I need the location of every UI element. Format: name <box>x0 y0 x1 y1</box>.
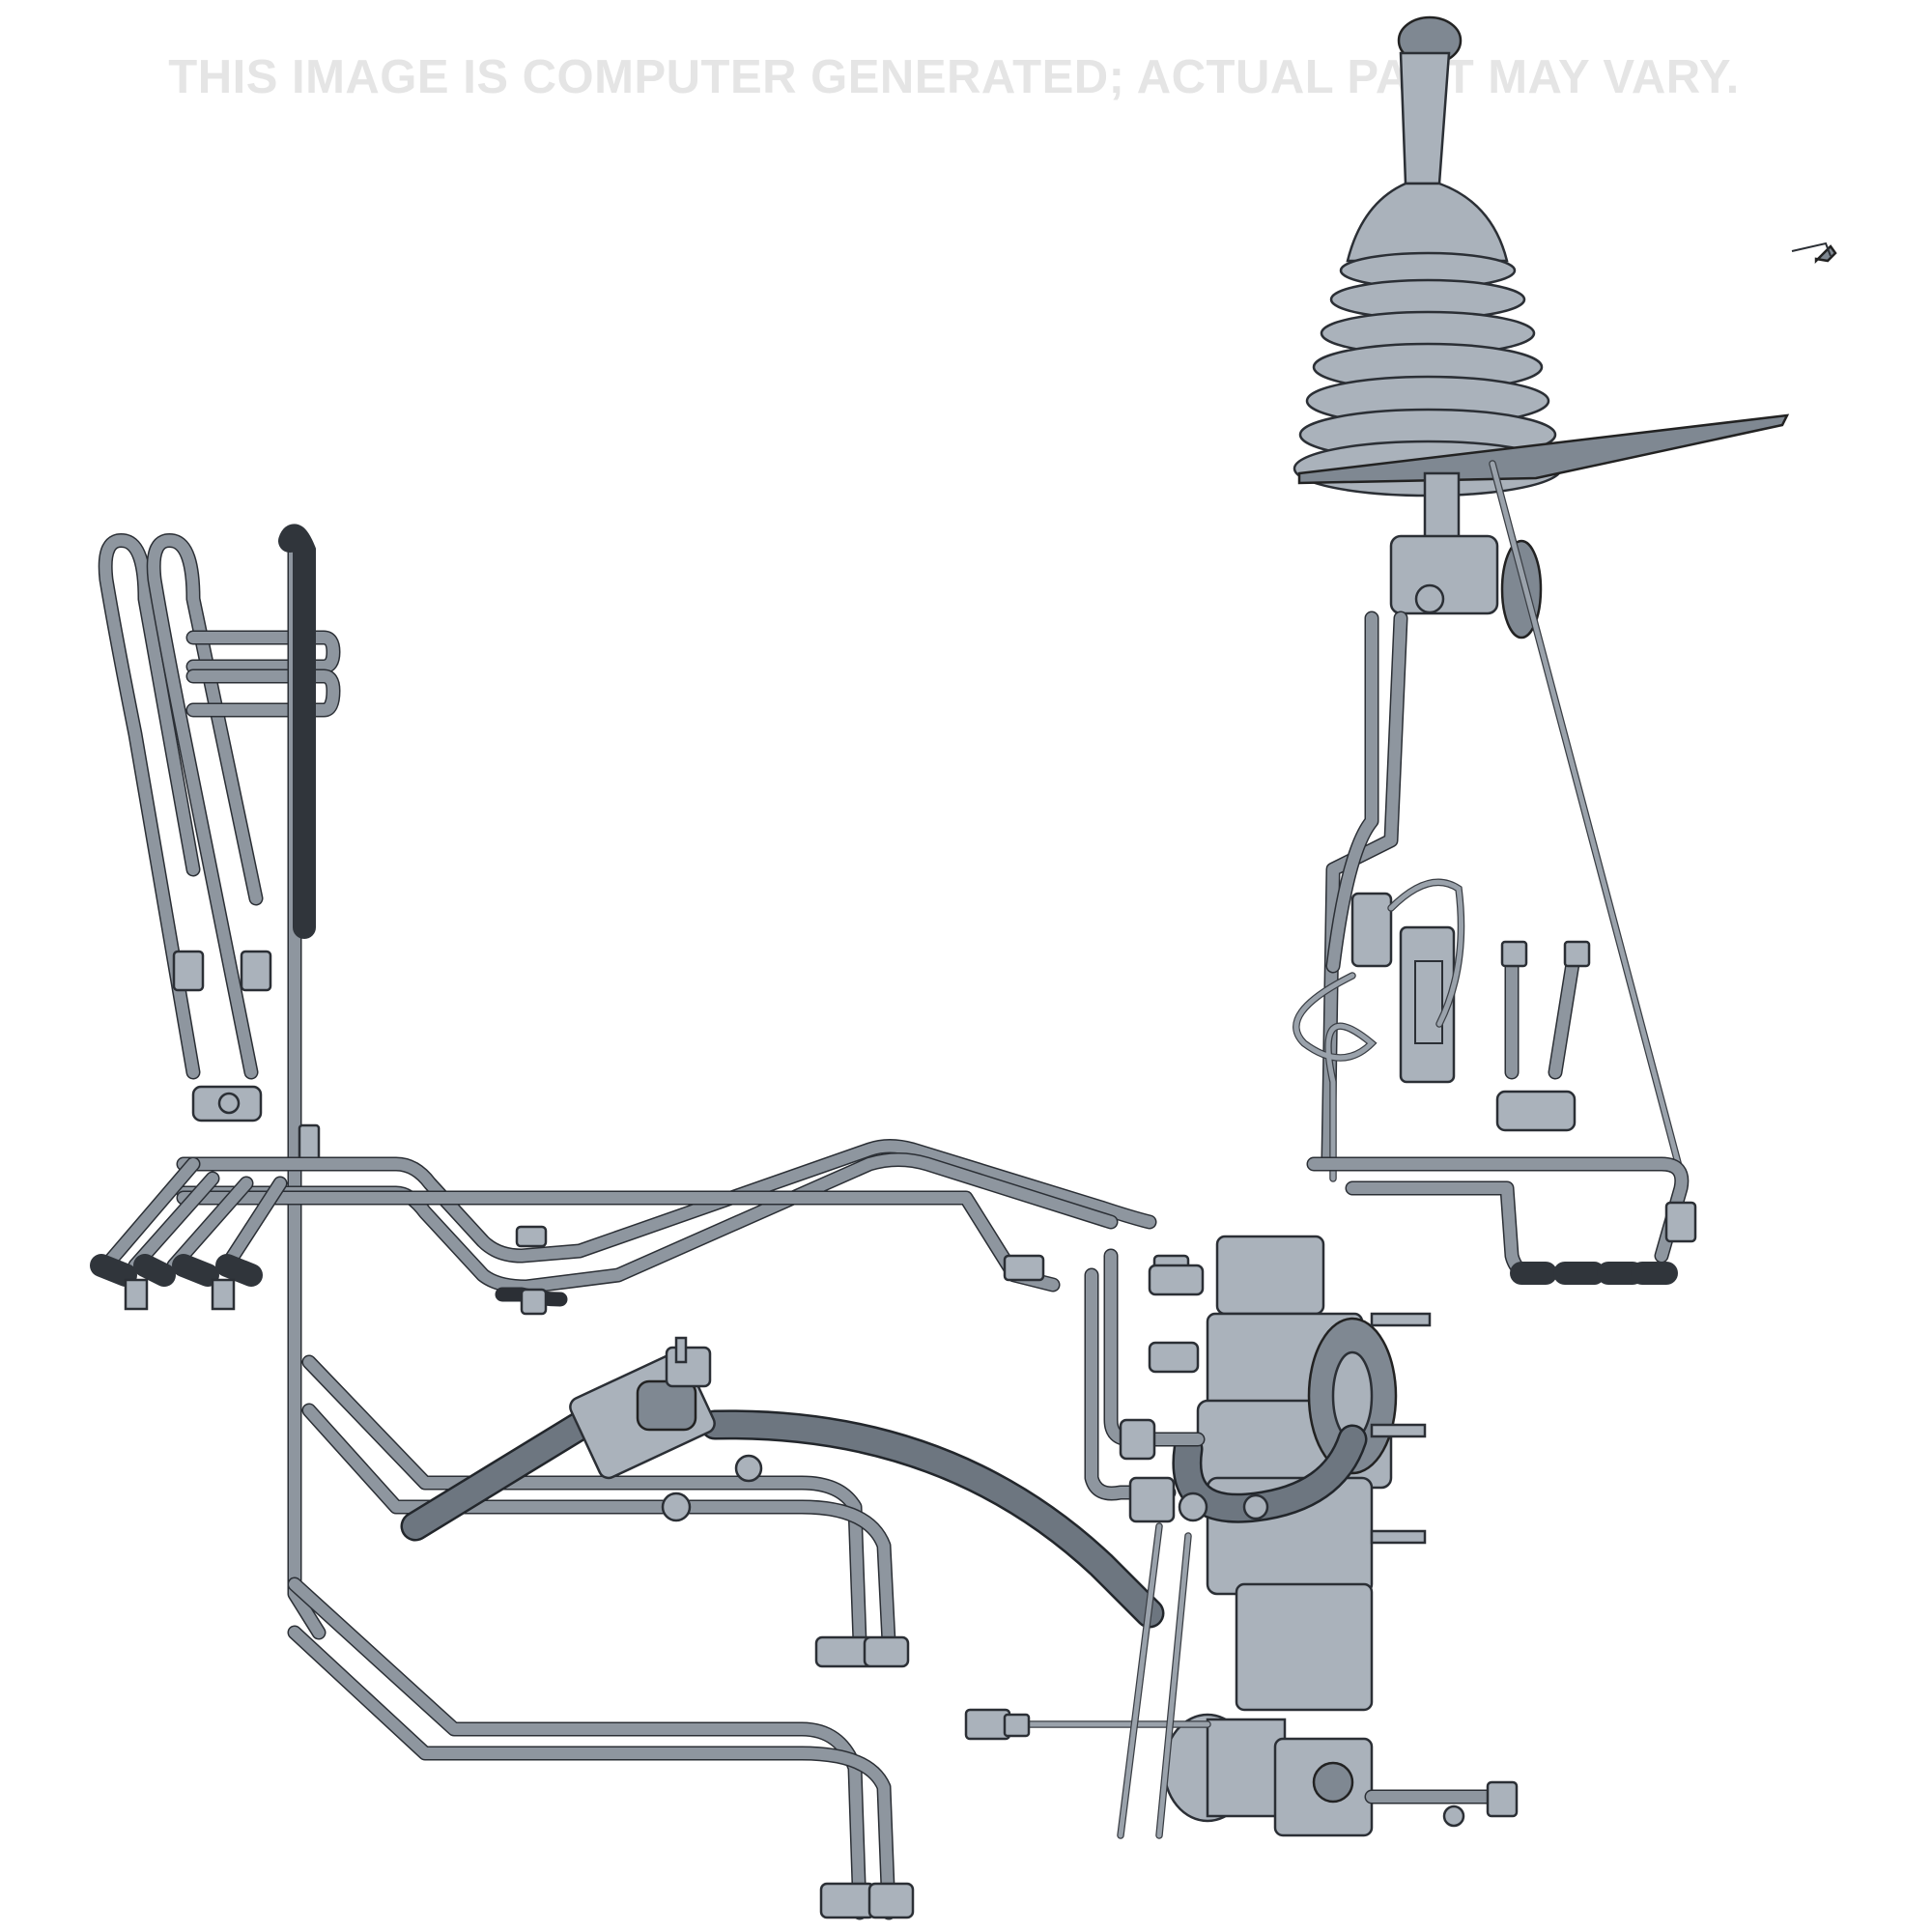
joystick-assembly <box>1293 15 1837 1178</box>
main-hose-and-valve <box>400 1336 1165 1629</box>
right-tube-bundle <box>1306 940 1697 1285</box>
connector-wiring <box>1293 878 1465 1182</box>
lower-return-lines <box>287 1354 915 1920</box>
watermark-text: THIS IMAGE IS COMPUTER GENERATED; ACTUAL… <box>168 51 1740 103</box>
left-tube-group <box>98 524 341 1640</box>
block-feed-lines <box>1084 1248 1206 1523</box>
manifold-lines <box>90 1139 1190 1316</box>
accumulator <box>964 1522 1519 1839</box>
pump-block <box>1172 1235 1432 1712</box>
